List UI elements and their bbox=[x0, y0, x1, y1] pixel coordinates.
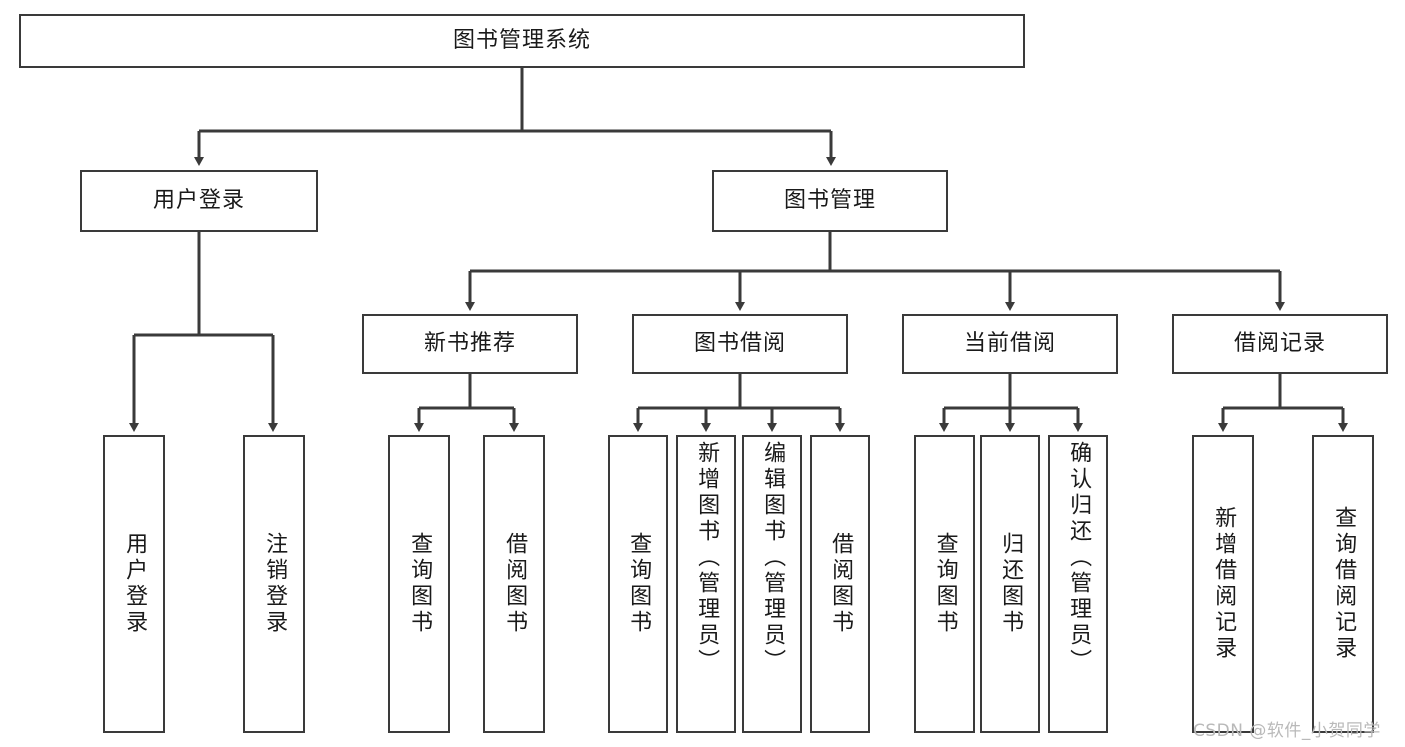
node-user-login[interactable]: 用户登录 bbox=[80, 170, 318, 232]
node-root[interactable]: 图书管理系统 bbox=[19, 14, 1025, 68]
node-current-borrow-label: 当前借阅 bbox=[963, 330, 1056, 356]
leaf-borrow-book-new-label: 借阅图书 bbox=[502, 532, 528, 636]
leaf-add-book-admin[interactable]: 新增图书（管理员） bbox=[676, 435, 736, 733]
leaf-query-book-current-label: 查询图书 bbox=[932, 532, 958, 636]
csdn-watermark: CSDN @软件_小贺同学 bbox=[1193, 721, 1381, 741]
leaf-add-borrow-record-label: 新增借阅记录 bbox=[1211, 506, 1237, 662]
leaf-edit-book-admin[interactable]: 编辑图书（管理员） bbox=[742, 435, 802, 733]
leaf-borrow-book-new[interactable]: 借阅图书 bbox=[483, 435, 545, 733]
leaf-return-book[interactable]: 归还图书 bbox=[980, 435, 1040, 733]
leaf-query-borrow-record[interactable]: 查询借阅记录 bbox=[1312, 435, 1374, 733]
node-new-book-recommend-label: 新书推荐 bbox=[423, 330, 516, 356]
leaf-confirm-return-admin[interactable]: 确认归还（管理员） bbox=[1048, 435, 1108, 733]
node-borrow-record[interactable]: 借阅记录 bbox=[1172, 314, 1388, 374]
node-user-login-label: 用户登录 bbox=[152, 187, 245, 213]
leaf-return-book-label: 归还图书 bbox=[998, 532, 1024, 636]
node-book-borrow[interactable]: 图书借阅 bbox=[632, 314, 848, 374]
leaf-borrow-book-label: 借阅图书 bbox=[828, 532, 854, 636]
node-book-borrow-label: 图书借阅 bbox=[693, 330, 786, 356]
leaf-edit-book-admin-label: 编辑图书（管理员） bbox=[760, 441, 786, 675]
leaf-query-borrow-record-label: 查询借阅记录 bbox=[1331, 506, 1357, 662]
node-borrow-record-label: 借阅记录 bbox=[1233, 330, 1326, 356]
node-current-borrow[interactable]: 当前借阅 bbox=[902, 314, 1118, 374]
leaf-borrow-book[interactable]: 借阅图书 bbox=[810, 435, 870, 733]
leaf-add-book-admin-label: 新增图书（管理员） bbox=[694, 441, 720, 675]
leaf-query-book-new-label: 查询图书 bbox=[407, 532, 433, 636]
leaf-query-book-new[interactable]: 查询图书 bbox=[388, 435, 450, 733]
leaf-logout-label: 注销登录 bbox=[262, 532, 288, 636]
leaf-user-login[interactable]: 用户登录 bbox=[103, 435, 165, 733]
leaf-confirm-return-admin-label: 确认归还（管理员） bbox=[1066, 441, 1092, 675]
leaf-query-book-borrow-label: 查询图书 bbox=[626, 532, 652, 636]
node-book-management-label: 图书管理 bbox=[783, 187, 876, 213]
leaf-user-login-label: 用户登录 bbox=[122, 532, 148, 636]
leaf-logout[interactable]: 注销登录 bbox=[243, 435, 305, 733]
leaf-add-borrow-record[interactable]: 新增借阅记录 bbox=[1192, 435, 1254, 733]
leaf-query-book-current[interactable]: 查询图书 bbox=[914, 435, 975, 733]
node-new-book-recommend[interactable]: 新书推荐 bbox=[362, 314, 578, 374]
leaf-query-book-borrow[interactable]: 查询图书 bbox=[608, 435, 668, 733]
node-book-management[interactable]: 图书管理 bbox=[712, 170, 948, 232]
node-root-label: 图书管理系统 bbox=[452, 27, 591, 53]
